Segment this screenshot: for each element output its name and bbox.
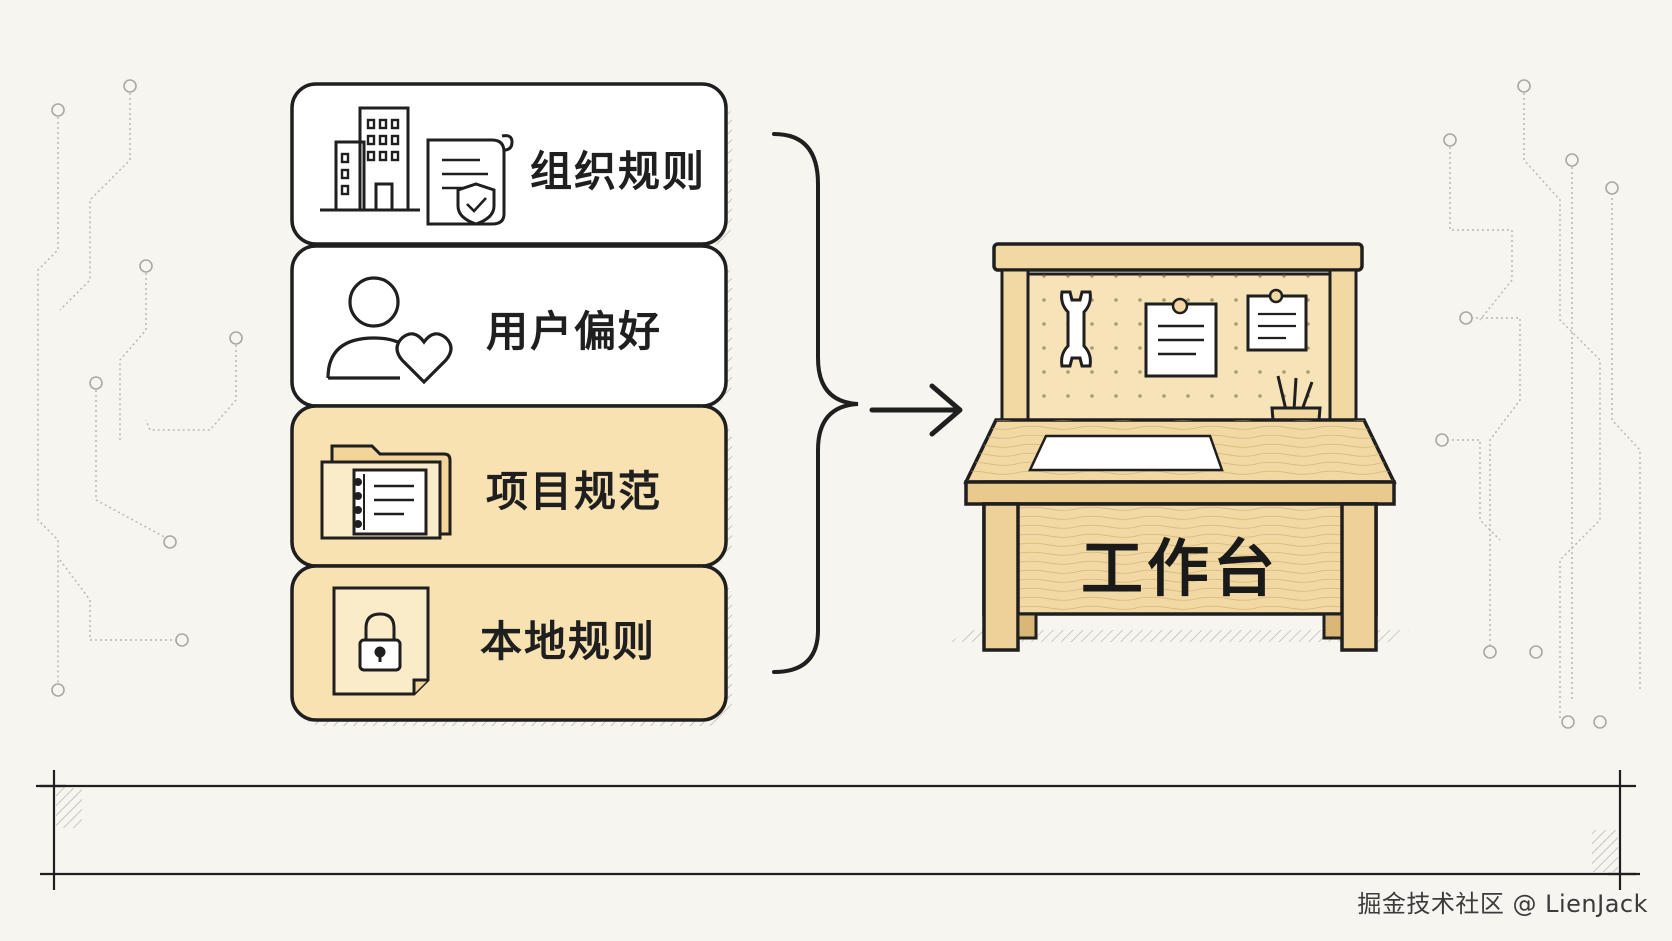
pinned-note-icon — [1144, 297, 1218, 378]
locked-document-icon — [332, 586, 430, 696]
layer-label-local-rules: 本地规则 — [480, 617, 656, 666]
layer-card-project-specs: 项目规范 — [290, 404, 728, 568]
arrow-right-icon — [869, 383, 963, 437]
workbench-label: 工作台 — [1081, 532, 1279, 605]
watermark: 掘金技术社区 @ LienJack — [1357, 890, 1648, 918]
user-heart-icon — [326, 276, 453, 385]
circuit-nodes-right — [1435, 79, 1619, 729]
circuit-nodes-left — [51, 79, 243, 697]
layer-card-user-preferences: 用户偏好 — [290, 244, 728, 408]
merge-brace — [772, 132, 859, 674]
office-building-policy-icon — [320, 106, 514, 226]
wrench-icon — [1060, 290, 1092, 368]
layer-label-org-rules: 组织规则 — [530, 147, 706, 196]
circuit-decoration-right — [1442, 88, 1641, 720]
layer-label-user-preferences: 用户偏好 — [486, 307, 662, 356]
layer-card-local-rules: 本地规则 — [290, 564, 728, 722]
bottom-ruler-band — [36, 770, 1640, 890]
project-folder-icon — [320, 444, 452, 540]
pinned-note-small-icon — [1246, 288, 1308, 352]
circuit-decoration-left — [37, 88, 237, 690]
layer-stack: 组织规则 用户偏好 — [290, 82, 732, 726]
layer-card-org-rules: 组织规则 — [290, 82, 728, 246]
layer-label-project-specs: 项目规范 — [486, 467, 662, 516]
workbench-icon: 工作台 — [950, 242, 1410, 652]
